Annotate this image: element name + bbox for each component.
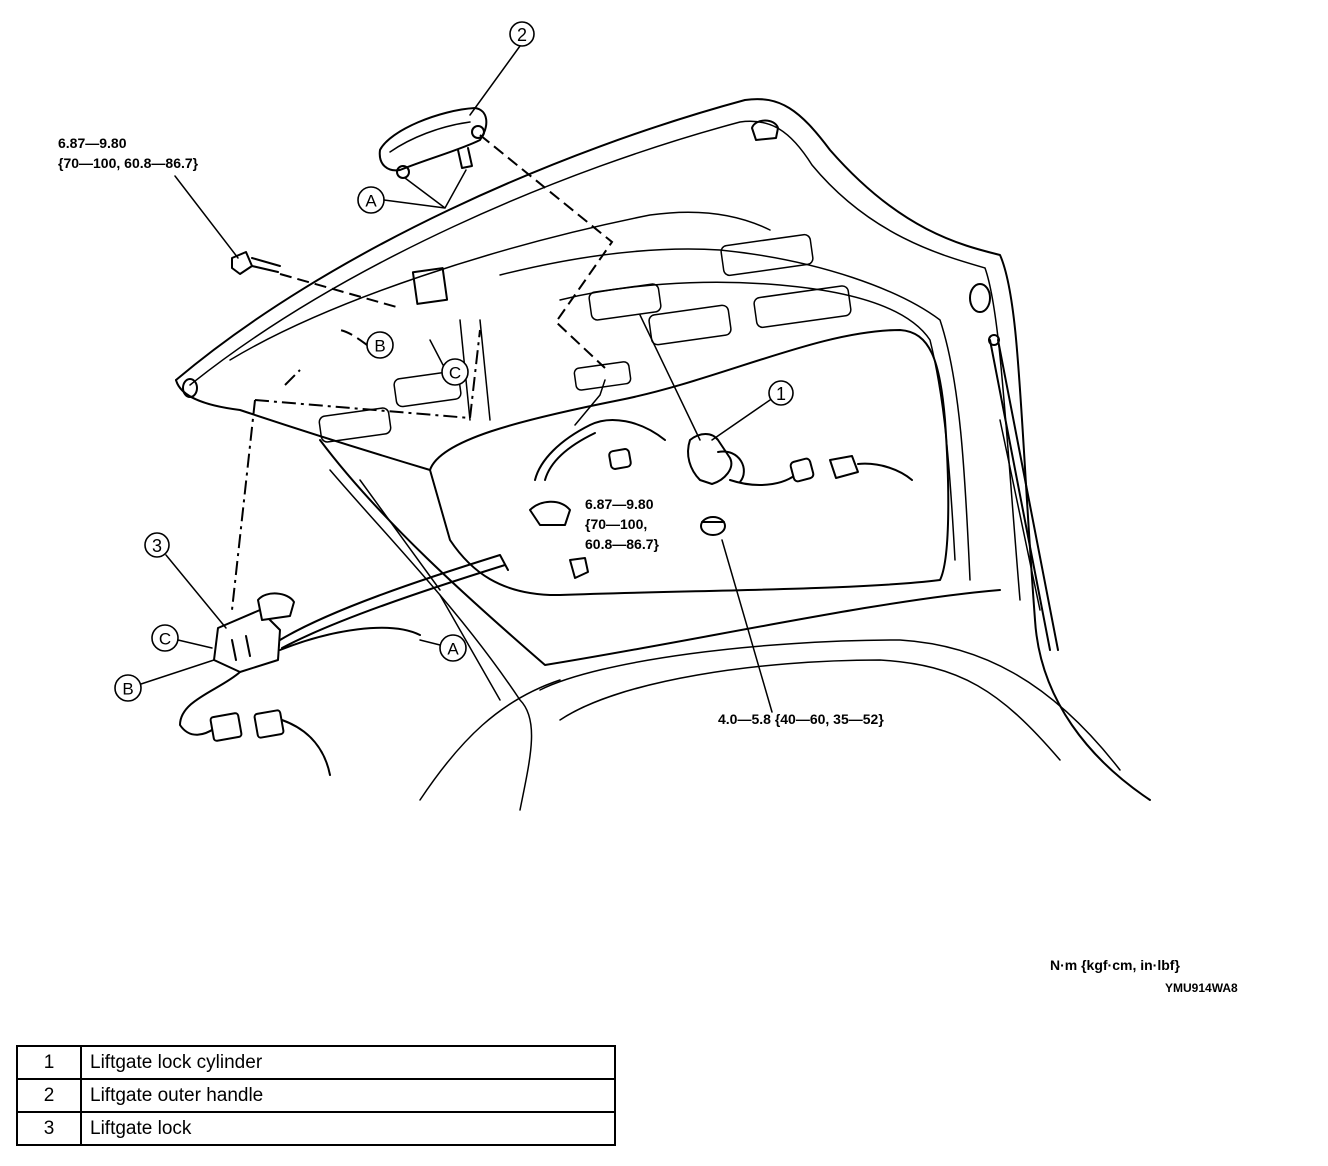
torque-cylinder-nut: 4.0—5.8 {40—60, 35—52} [718,711,884,727]
outer-handle [378,107,488,179]
callout-c-top: C [429,339,469,386]
svg-text:C: C [159,630,171,649]
assembly-lines [231,134,773,713]
legend-number: 2 [16,1078,82,1113]
callout-a-rod: A [419,634,467,662]
legend-row: 1 Liftgate lock cylinder [16,1045,616,1080]
callout-b-lock: B [114,659,215,702]
svg-text:B: B [374,337,385,356]
legend-part-name: Liftgate outer handle [80,1078,616,1113]
legend-row: 3 Liftgate lock [16,1111,616,1146]
svg-text:4.0—5.8 {40—60, 35—52}: 4.0—5.8 {40—60, 35—52} [718,711,884,727]
handle-bolt [231,251,281,275]
svg-text:A: A [447,640,459,659]
torque-handle-bolt: 6.87—9.80 {70—100, 60.8—86.7} [58,135,239,259]
svg-text:C: C [449,364,461,383]
svg-text:A: A [365,192,377,211]
svg-text:2: 2 [517,25,527,45]
gas-strut [969,283,1059,651]
svg-text:6.87—9.80: 6.87—9.80 [58,135,127,151]
callout-part3: 3 [144,532,227,629]
svg-text:B: B [122,680,133,699]
liftgate-lock [179,592,331,776]
callout-b-top: B [339,329,394,359]
legend-part-name: Liftgate lock [80,1111,616,1146]
legend-part-name: Liftgate lock cylinder [80,1045,616,1080]
svg-text:3: 3 [152,536,162,556]
callout-a-top: A [357,169,467,214]
svg-text:60.8—86.7}: 60.8—86.7} [585,536,659,552]
liftgate-panel [175,98,1151,811]
legend-row: 2 Liftgate outer handle [16,1078,616,1113]
units-label: N·m {kgf·cm, in·lbf} [1050,957,1180,973]
torque-lock-nut: 6.87—9.80 {70—100, 60.8—86.7} [585,496,659,552]
svg-text:{70—100, 60.8—86.7}: {70—100, 60.8—86.7} [58,155,199,171]
lock-rod [279,554,509,651]
legend-number: 3 [16,1111,82,1146]
parts-legend-table: 1 Liftgate lock cylinder 2 Liftgate oute… [16,1045,616,1146]
legend-number: 1 [16,1045,82,1080]
figure-code: YMU914WA8 [1165,981,1238,995]
callout-c-lock: C [151,624,213,652]
svg-text:6.87—9.80: 6.87—9.80 [585,496,654,512]
callout-part1: 1 [711,380,794,441]
svg-text:{70—100,: {70—100, [585,516,647,532]
callout-part2: 2 [469,21,535,116]
lock-cylinder [687,433,913,536]
center-linkage [529,419,666,579]
svg-text:1: 1 [776,384,786,404]
